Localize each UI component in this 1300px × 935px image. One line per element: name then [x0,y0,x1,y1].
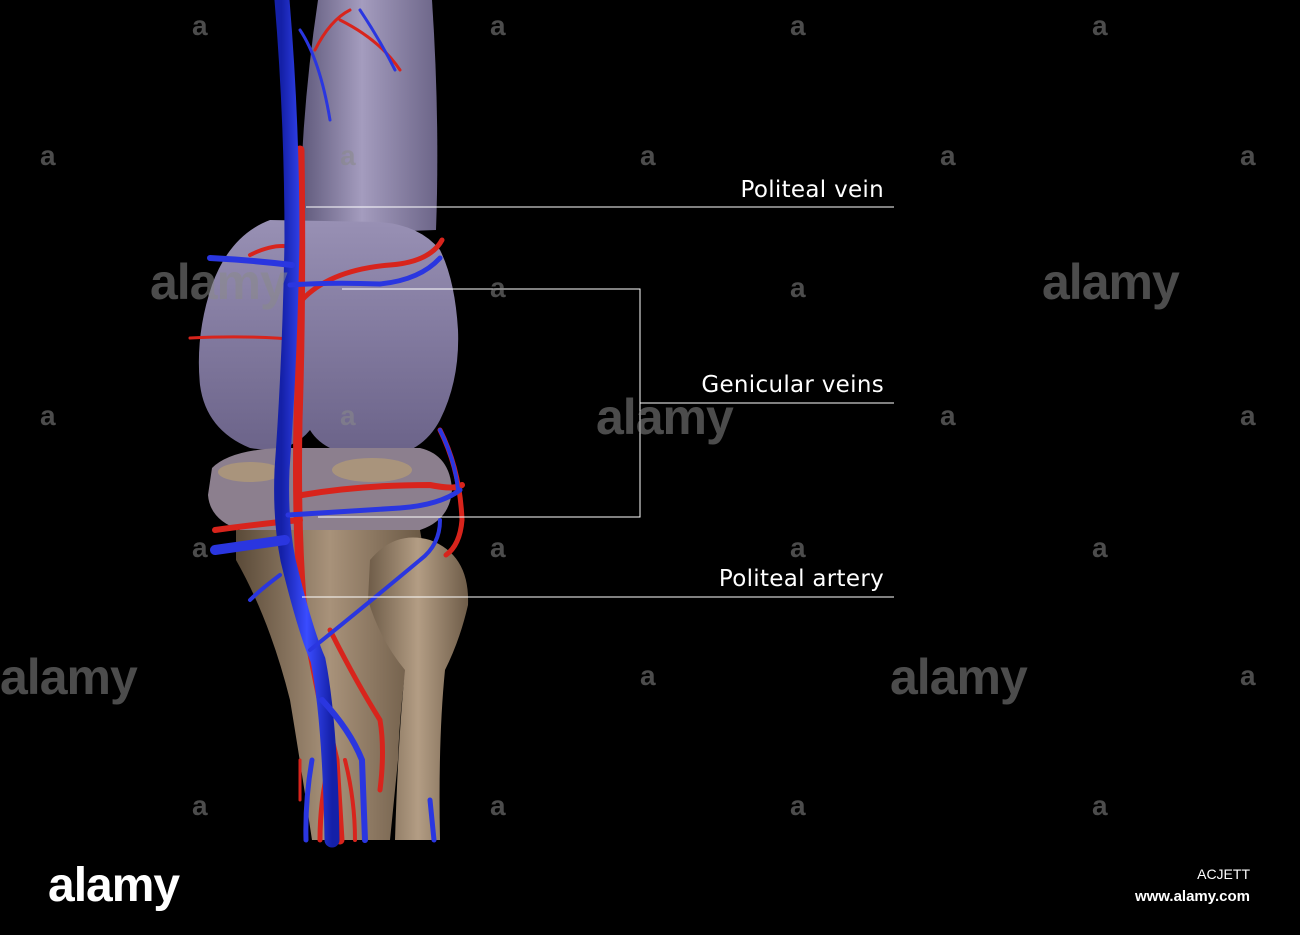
leader-lines [302,206,894,598]
watermark-mark: a [490,10,506,41]
watermark-mark: a [940,400,956,431]
watermark-mark: a [1240,140,1256,171]
label-politeal-artery: Politeal artery [718,566,884,592]
footer-url: www.alamy.com [1134,888,1250,905]
watermark-mark: a [192,790,208,821]
watermark-mark: a [340,400,356,431]
footer-image-id: ACJETT [1197,866,1250,882]
watermark-mark: a [340,140,356,171]
watermark-mark: a [490,532,506,563]
watermark-mark: a [192,10,208,41]
watermark-mark: a [40,140,56,171]
watermark-mark: a [192,532,208,563]
watermark-mark: a [490,790,506,821]
watermark-mark: a [790,272,806,303]
politeal-vein-path [274,0,340,848]
watermark-mark: a [40,400,56,431]
watermark-mark: a [1092,532,1108,563]
fibula [368,537,469,840]
watermark-mark: a [1092,10,1108,41]
watermark-logo: alamy [0,649,138,705]
watermark-mark: a [490,272,506,303]
label-politeal-vein: Politeal vein [740,177,884,203]
watermark-mark: a [1092,790,1108,821]
watermark-logo: alamy [150,254,288,310]
label-genicular-veins: Genicular veins [701,372,884,398]
watermark-mark: a [1240,400,1256,431]
watermark-mark: a [790,10,806,41]
watermark-mark: a [640,140,656,171]
watermark-mark: a [640,660,656,691]
footer-logo: alamy [48,859,180,912]
watermark-logo: alamy [1042,254,1180,310]
watermark-mark: a [790,790,806,821]
femoral-condyles [198,220,459,458]
watermark-logo: alamy [596,389,734,445]
watermark-mark: a [790,532,806,563]
femur-shaft [300,0,438,235]
watermark-mark: a [940,140,956,171]
watermark-logo: alamy [890,649,1028,705]
watermark-mark: a [1240,660,1256,691]
